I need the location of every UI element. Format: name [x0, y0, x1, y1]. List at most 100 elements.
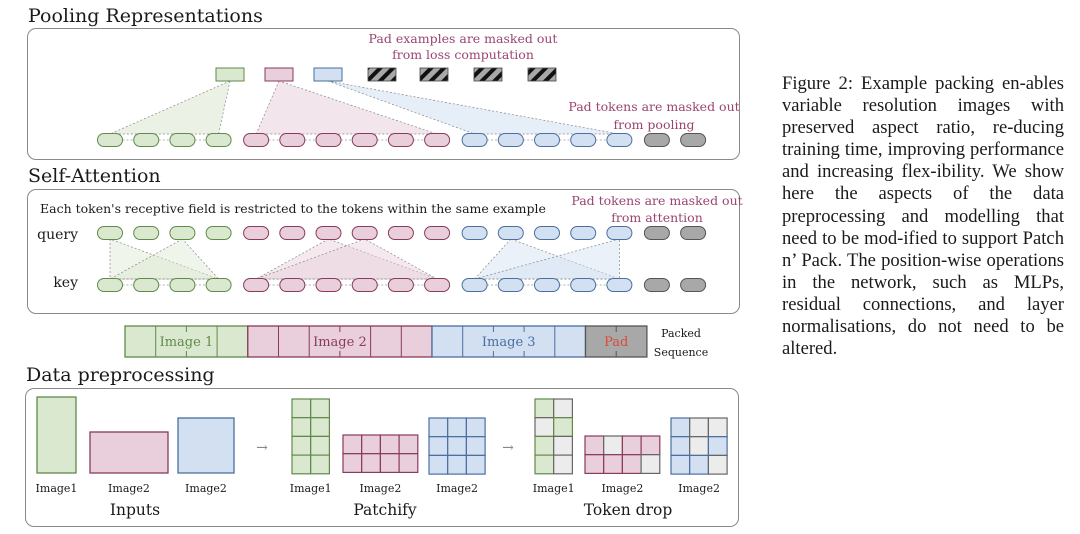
patchify-image1-patch	[310, 435, 331, 456]
key-token-blue	[534, 278, 560, 292]
patchify-image2-patch	[379, 453, 400, 474]
pool-mask-annotation-line2: from pooling	[613, 117, 694, 132]
key-token-pink	[351, 278, 378, 292]
query-token-blue	[534, 226, 560, 240]
query-token-pad	[643, 226, 670, 240]
tokendrop-image2-patch	[584, 435, 605, 456]
key-token-blue	[497, 278, 524, 292]
figure-caption-label: Figure 2:	[782, 73, 854, 94]
query-token-pink	[243, 226, 270, 240]
pooling-token-green	[169, 133, 196, 147]
patchify-image1-patch	[291, 454, 312, 475]
pooling-token-pad	[643, 133, 670, 147]
key-token-pad	[643, 278, 670, 292]
tokendrop-image3-caption: Image2	[678, 482, 720, 495]
query-token-blue	[497, 226, 524, 240]
pooling-token-pink	[279, 133, 306, 147]
key-token-pink	[315, 278, 342, 292]
packed-sequence-label-line1: Packed	[661, 327, 701, 340]
key-token-green	[133, 278, 160, 292]
attention-region-pink	[255, 238, 438, 280]
query-token-blue	[606, 226, 633, 240]
tokendrop-image2-dropped-patch	[603, 435, 624, 456]
attention-region-green	[109, 238, 220, 280]
attention-mask-annotation-line1: Pad tokens are masked out	[571, 193, 742, 208]
query-token-pink	[424, 226, 451, 240]
pad-output-hatched	[419, 67, 449, 82]
query-token-pink	[279, 226, 306, 240]
pad-output-hatched	[367, 67, 397, 82]
pooling-region-green	[109, 80, 231, 135]
pooling-token-pink	[315, 133, 342, 147]
input-image-caption: Image1	[36, 482, 78, 495]
loss-mask-annotation-line1: Pad examples are masked out	[369, 31, 558, 46]
key-token-pink	[424, 278, 451, 292]
figure-caption: Figure 2: Example packing en-ables varia…	[782, 73, 1064, 360]
patchify-image2-caption: Image2	[359, 482, 401, 495]
pad-output-hatched	[527, 67, 557, 82]
query-row-label: query	[37, 227, 78, 243]
stage-label-1: Patchify	[353, 501, 417, 519]
patchify-image1-patch	[310, 454, 331, 475]
patchify-image3-patch	[428, 436, 449, 457]
query-token-green	[205, 226, 232, 240]
query-token-green	[133, 226, 160, 240]
pooling-token-blue	[570, 133, 597, 147]
pooling-token-blue	[461, 133, 488, 147]
packed-segment-label: Image 2	[313, 335, 367, 350]
tokendrop-image2-dropped-patch	[640, 454, 661, 475]
tokendrop-image1-patch	[553, 417, 574, 438]
key-token-blue	[606, 278, 633, 292]
key-token-green	[169, 278, 196, 292]
tokendrop-image2-patch	[603, 454, 624, 475]
query-token-blue	[570, 226, 597, 240]
patchify-image3-patch	[447, 454, 468, 475]
pooling-token-blue	[497, 133, 524, 147]
key-token-blue	[570, 278, 597, 292]
tokendrop-image3-patch	[707, 436, 728, 457]
pooling-region-pink	[255, 80, 438, 135]
pooling-token-blue	[534, 133, 560, 147]
pooled-output-pink	[264, 67, 294, 82]
figure-caption-text: Example packing en-ables variable resolu…	[782, 73, 1064, 360]
patchify-image3-patch	[447, 436, 468, 457]
attention-region-blue	[474, 238, 620, 280]
patchify-image3-patch	[447, 417, 468, 438]
tokendrop-image1-dropped-patch	[553, 435, 574, 456]
key-token-green	[205, 278, 232, 292]
stage-label-0: Inputs	[110, 501, 160, 519]
tokendrop-image3-patch	[670, 417, 691, 438]
packed-segment-label: Image 1	[160, 335, 214, 350]
pooling-token-green	[97, 133, 123, 147]
pad-output-hatched	[473, 67, 503, 82]
tokendrop-image3-dropped-patch	[707, 417, 728, 438]
key-token-pink	[387, 278, 414, 292]
patchify-image2-patch	[379, 434, 400, 455]
attention-region-pink	[255, 238, 438, 280]
tokendrop-image2-patch	[621, 435, 642, 456]
pooling-token-green	[133, 133, 160, 147]
key-token-green	[97, 278, 123, 292]
packed-sequence-label-line2: Sequence	[654, 346, 708, 359]
tokendrop-image1-patch	[534, 398, 555, 419]
pooling-token-pink	[351, 133, 378, 147]
tokendrop-image2-patch	[640, 435, 661, 456]
patchify-image3-patch	[465, 454, 486, 475]
attention-mask-annotation-line2: from attention	[611, 210, 703, 225]
tokendrop-image1-dropped-patch	[553, 454, 574, 475]
packed-segment-label: Pad	[604, 335, 628, 350]
tokendrop-image1-caption: Image1	[533, 482, 575, 495]
pooling-token-green	[205, 133, 232, 147]
pooling-token-pink	[243, 133, 270, 147]
query-token-green	[169, 226, 196, 240]
input-image-green	[36, 396, 77, 474]
patchify-image1-patch	[310, 398, 331, 419]
query-token-pink	[387, 226, 414, 240]
tokendrop-image1-dropped-patch	[534, 417, 555, 438]
patchify-image3-patch	[465, 417, 486, 438]
pooling-token-blue	[606, 133, 633, 147]
pooling-token-pink	[424, 133, 451, 147]
input-image-caption: Image2	[108, 482, 150, 495]
input-image-pink	[89, 431, 169, 474]
patchify-image2-patch	[398, 434, 419, 455]
